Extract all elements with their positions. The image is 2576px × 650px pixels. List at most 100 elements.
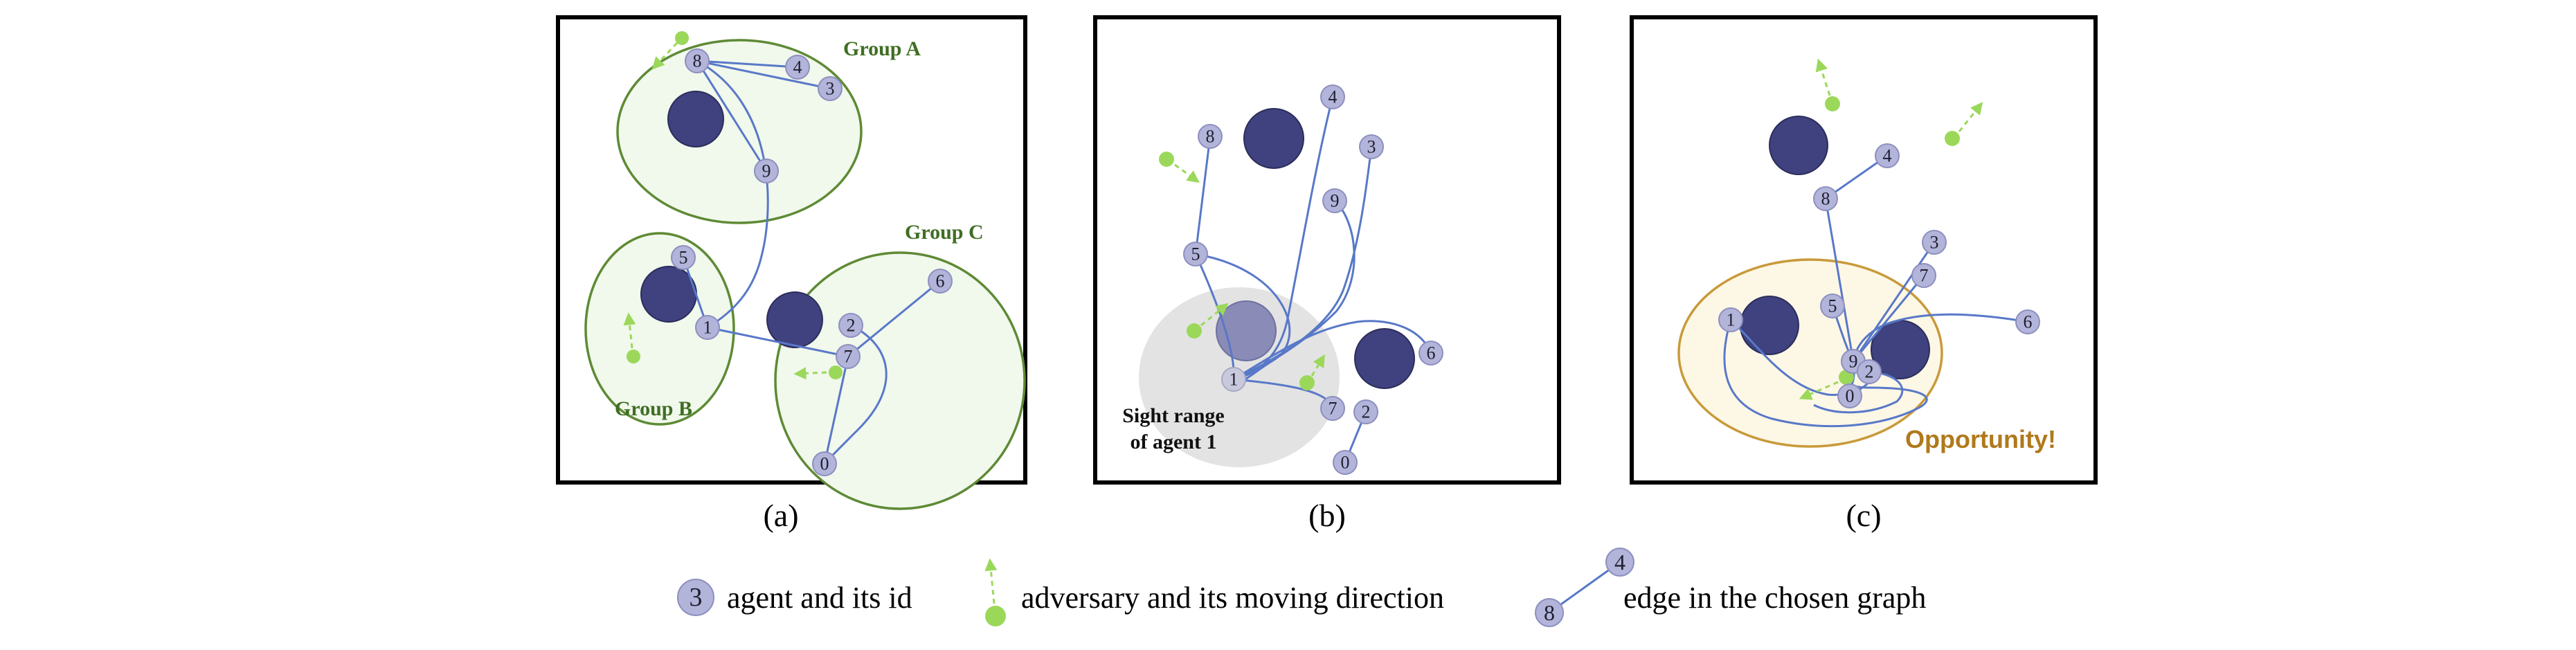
sight-range-label-line2: of agent 1 xyxy=(1131,431,1217,453)
agent-icon xyxy=(1535,598,1564,627)
adversary-icon xyxy=(985,606,1006,626)
agent: 7 xyxy=(1911,263,1936,288)
agent-id: 5 xyxy=(679,248,688,268)
agents: 8 4 3 9 5 1 6 7 2 0 xyxy=(1183,84,1443,475)
agent-id: 0 xyxy=(1341,453,1350,473)
agent-id: 4 xyxy=(1328,87,1337,107)
adversary xyxy=(829,365,843,379)
legend-agent-id: 3 xyxy=(690,583,703,612)
legend-adversary-text: adversary and its moving direction xyxy=(1021,581,1444,615)
moving-direction-arrow-icon xyxy=(984,558,998,604)
edge xyxy=(1233,146,1373,381)
agent: 0 xyxy=(1333,450,1358,475)
group-c-region xyxy=(774,251,1026,510)
edges xyxy=(682,60,941,464)
adversary-direction-arrow xyxy=(1799,381,1839,400)
agent-id: 1 xyxy=(1727,310,1736,330)
edges xyxy=(1194,96,1432,463)
sight-range-label-line1: Sight range xyxy=(1122,404,1225,427)
agent-id: 9 xyxy=(1331,191,1340,211)
agent: 4 xyxy=(1875,143,1900,168)
agent-id: 5 xyxy=(1191,244,1200,264)
agent: 7 xyxy=(836,344,861,369)
agent-id: 0 xyxy=(820,454,829,474)
adversary-direction-arrow xyxy=(1958,102,1983,132)
agent-id: 2 xyxy=(847,316,856,336)
panel-c: Opportunity! 4 8 3 7 xyxy=(1630,15,2098,533)
edge xyxy=(847,280,941,358)
agent: 2 xyxy=(838,313,863,338)
obstacle xyxy=(1769,116,1828,175)
obstacle xyxy=(1243,108,1304,169)
agent: 0 xyxy=(812,451,837,476)
agent-id: 3 xyxy=(1367,137,1376,157)
group-b-label: Group B xyxy=(615,397,692,420)
edge xyxy=(696,60,831,90)
adversary xyxy=(1825,96,1840,111)
opportunity-label: Opportunity! xyxy=(1905,425,2056,453)
legend-edge-text: edge in the chosen graph xyxy=(1623,581,1926,615)
agent-id: 4 xyxy=(1883,146,1892,166)
agent: 0 xyxy=(1837,383,1862,408)
agent: 8 xyxy=(1813,186,1838,211)
agent-id: 8 xyxy=(1821,189,1830,209)
edge xyxy=(1825,154,1888,200)
agent: 6 xyxy=(2015,309,2040,334)
agent: 3 xyxy=(1922,230,1947,255)
legend-agent-text: agent and its id xyxy=(727,581,912,615)
agent-id: 2 xyxy=(1865,362,1874,382)
panel-a-caption: (a) xyxy=(763,498,798,533)
legend-agent: 3 agent and its id xyxy=(677,579,912,616)
agent-icon xyxy=(1605,548,1634,577)
agent-id: 6 xyxy=(1427,343,1436,363)
adversary-direction-arrow xyxy=(651,42,678,70)
edge xyxy=(1233,320,1432,381)
agent-icon xyxy=(677,579,714,616)
edge xyxy=(696,60,768,172)
adversary-direction-arrow xyxy=(1815,58,1831,96)
edge xyxy=(1852,242,1936,362)
agent: 5 xyxy=(1183,242,1208,267)
panel-a: Group A Group B Group C 8 4 xyxy=(556,15,1027,533)
agent-id: 6 xyxy=(936,271,945,291)
agent: 8 xyxy=(685,48,710,73)
adversary xyxy=(675,31,689,45)
edge xyxy=(1813,370,1904,414)
edge xyxy=(1194,136,1212,255)
agent: 2 xyxy=(1857,359,1882,384)
adversary-direction-arrow xyxy=(1200,303,1229,327)
group-c-label: Group C xyxy=(905,221,984,244)
agent: 8 xyxy=(1198,124,1223,149)
edge xyxy=(1852,275,1925,362)
edge xyxy=(696,60,769,329)
panel-c-caption: (c) xyxy=(1846,498,1881,533)
agent: 3 xyxy=(1359,134,1384,159)
obstacle-in-sight xyxy=(1216,300,1277,361)
adversary-direction-arrow xyxy=(623,312,636,349)
adversary-direction-arrow xyxy=(1310,354,1325,377)
obstacle xyxy=(766,291,823,348)
agent: 5 xyxy=(671,245,696,270)
agent: 6 xyxy=(928,269,953,294)
agent-id: 9 xyxy=(762,161,771,181)
agent: 2 xyxy=(1353,399,1378,424)
agent-id: 3 xyxy=(1930,233,1939,253)
adversaries xyxy=(1799,58,1983,400)
agent-id: 7 xyxy=(1328,399,1337,419)
legend-edge-id-bottom: 8 xyxy=(1544,600,1555,625)
agent-id: 0 xyxy=(1846,386,1855,406)
edge xyxy=(1852,313,2028,362)
agent: 3 xyxy=(818,76,843,101)
agent: 5 xyxy=(1820,294,1845,318)
adversary xyxy=(627,350,640,363)
adversary xyxy=(1945,131,1960,146)
obstacle xyxy=(1740,296,1799,355)
adversaries xyxy=(1159,152,1325,390)
edge xyxy=(696,60,798,69)
agent: 1 xyxy=(1221,367,1246,392)
agent: 9 xyxy=(754,159,779,183)
agent-id: 3 xyxy=(826,79,835,99)
legend: 3 agent and its id adversary and its mov… xyxy=(677,548,1926,627)
agent-id: 5 xyxy=(1828,296,1837,316)
group-b-region xyxy=(584,232,735,426)
